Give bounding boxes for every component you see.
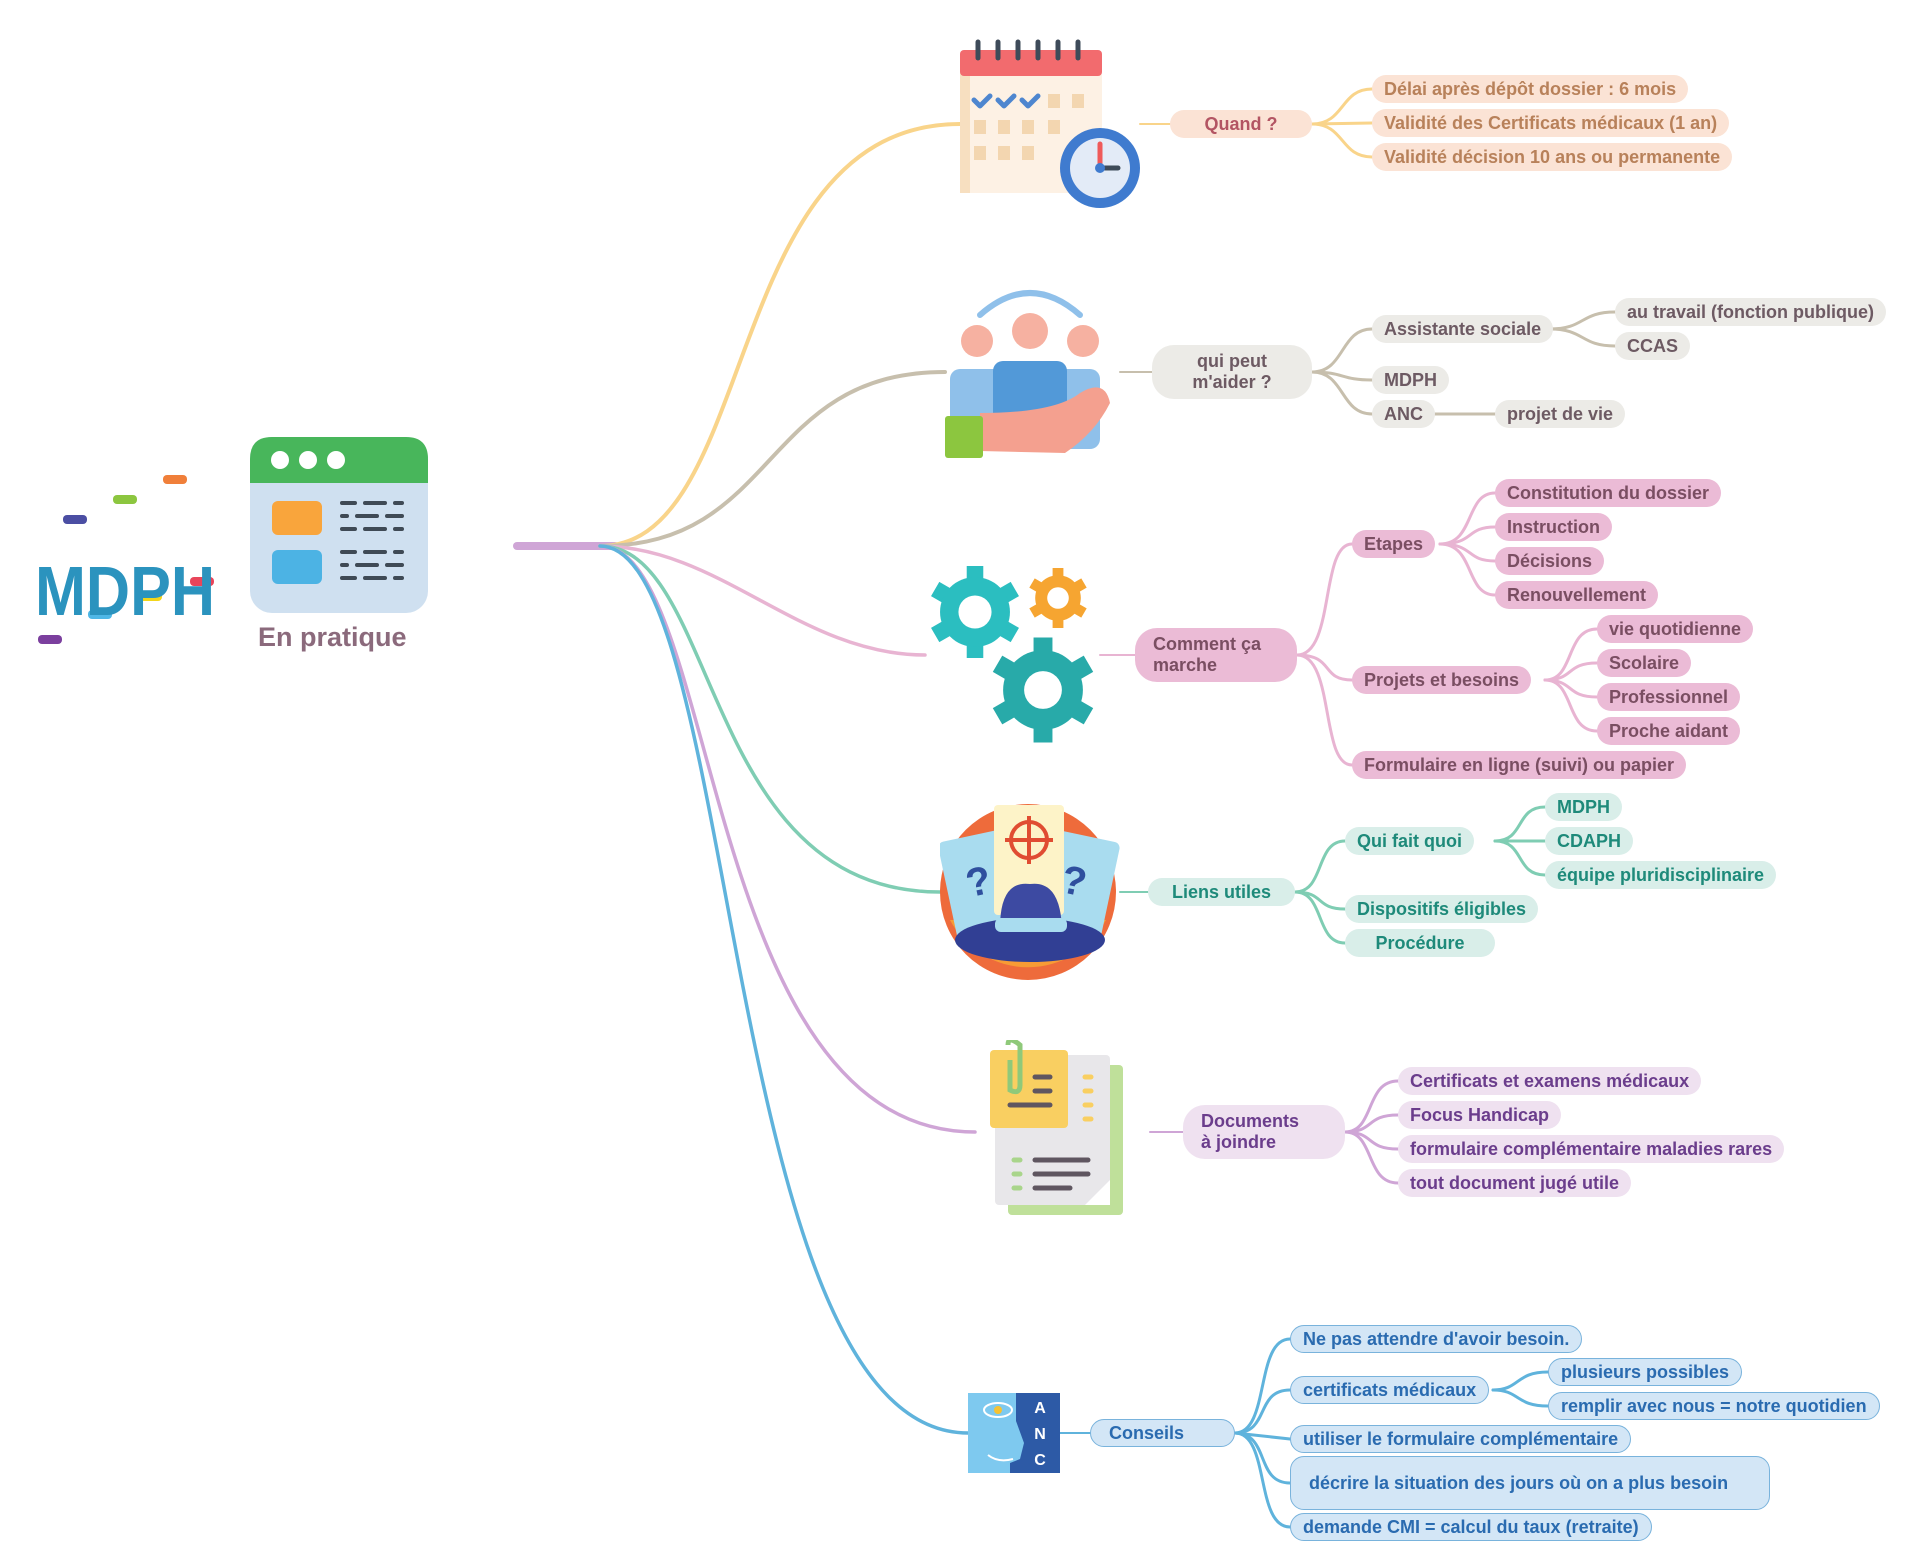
- etape-item[interactable]: Décisions: [1495, 547, 1605, 575]
- anc-logo-icon: A N C: [968, 1393, 1060, 1473]
- comment-item-formulaire[interactable]: Formulaire en ligne (suivi) ou papier: [1352, 751, 1687, 779]
- branch-docs[interactable]: Documents à joindre: [1183, 1105, 1345, 1159]
- docs-item[interactable]: Certificats et examens médicaux: [1398, 1067, 1702, 1095]
- connector-qui: [598, 370, 947, 548]
- conseils-item-ne-pas[interactable]: Ne pas attendre d'avoir besoin.: [1290, 1325, 1583, 1353]
- liens-item-procedure[interactable]: Procédure: [1345, 929, 1495, 957]
- branch-comment-label: Comment ça marche: [1153, 634, 1262, 675]
- quand-item[interactable]: Validité décision 10 ans ou permanente: [1372, 143, 1733, 171]
- branch-quand[interactable]: Quand ?: [1170, 110, 1312, 138]
- etape-item[interactable]: Instruction: [1495, 513, 1612, 541]
- docs-item[interactable]: formulaire complémentaire maladies rares: [1398, 1135, 1785, 1163]
- mdph-logo: MDPH: [30, 465, 220, 655]
- connector-docs: [598, 544, 977, 1134]
- certificats-item[interactable]: remplir avec nous = notre quotidien: [1548, 1392, 1880, 1420]
- gears-icon: [925, 560, 1105, 750]
- liens-item-dispositifs[interactable]: Dispositifs éligibles: [1345, 895, 1539, 923]
- qui-fait-item[interactable]: CDAPH: [1545, 827, 1634, 855]
- conseils-item-decrire[interactable]: décrire la situation des jours où on a p…: [1290, 1456, 1770, 1510]
- calendar-clock-icon: [960, 38, 1140, 213]
- branch-liens-label: Liens utiles: [1171, 882, 1272, 902]
- connector-conseils: [598, 544, 970, 1435]
- certificats-item[interactable]: plusieurs possibles: [1548, 1358, 1743, 1386]
- comment-item-projets[interactable]: Projets et besoins: [1352, 666, 1532, 694]
- root-title: En pratique: [258, 622, 407, 652]
- helping-hand-people-icon: [945, 283, 1125, 463]
- conseils-item-demande[interactable]: demande CMI = calcul du taux (retraite): [1290, 1513, 1652, 1541]
- projet-item[interactable]: Professionnel: [1597, 683, 1741, 711]
- branch-liens[interactable]: Liens utiles: [1148, 878, 1295, 906]
- qui-subitem[interactable]: CCAS: [1615, 332, 1691, 360]
- anc-letter-c: C: [1034, 1452, 1046, 1469]
- documents-paperclip-icon: [990, 1037, 1130, 1220]
- etape-item[interactable]: Constitution du dossier: [1495, 479, 1721, 507]
- docs-item[interactable]: tout document jugé utile: [1398, 1169, 1631, 1197]
- qui-item-mdph[interactable]: MDPH: [1372, 366, 1449, 394]
- docs-item[interactable]: Focus Handicap: [1398, 1101, 1562, 1129]
- mdph-letters: MDPH: [35, 552, 215, 630]
- quand-item[interactable]: Délai après dépôt dossier : 6 mois: [1372, 75, 1689, 103]
- anc-letter-a: A: [1034, 1400, 1046, 1417]
- branch-conseils-label: Conseils: [1109, 1423, 1185, 1443]
- detective-hat-icon: ? ?: [938, 800, 1120, 985]
- projet-item[interactable]: Proche aidant: [1597, 717, 1741, 745]
- qui-fait-item[interactable]: MDPH: [1545, 793, 1622, 821]
- browser-window-icon: [250, 437, 428, 613]
- connector-quand: [598, 122, 962, 548]
- branch-conseils[interactable]: Conseils: [1090, 1419, 1235, 1447]
- projet-item[interactable]: Scolaire: [1597, 649, 1692, 677]
- projet-item[interactable]: vie quotidienne: [1597, 615, 1754, 643]
- conseils-item-certificats[interactable]: certificats médicaux: [1290, 1376, 1490, 1404]
- branch-quand-label: Quand ?: [1204, 114, 1278, 134]
- qui-item-anc[interactable]: ANC: [1372, 400, 1435, 428]
- qui-item-assistante[interactable]: Assistante sociale: [1372, 315, 1554, 343]
- branch-docs-label: Documents à joindre: [1201, 1111, 1300, 1152]
- etape-item[interactable]: Renouvellement: [1495, 581, 1659, 609]
- anc-letter-n: N: [1034, 1426, 1046, 1443]
- quand-item[interactable]: Validité des Certificats médicaux (1 an): [1372, 109, 1730, 137]
- liens-item-qui-fait[interactable]: Qui fait quoi: [1345, 827, 1474, 855]
- qui-subitem[interactable]: au travail (fonction publique): [1615, 298, 1886, 326]
- connector-liens: [598, 544, 942, 894]
- comment-item-etapes[interactable]: Etapes: [1352, 530, 1436, 558]
- conseils-item-utiliser[interactable]: utiliser le formulaire complémentaire: [1290, 1425, 1632, 1453]
- branch-comment[interactable]: Comment ça marche: [1135, 628, 1297, 682]
- qui-subitem[interactable]: projet de vie: [1495, 400, 1626, 428]
- branch-qui[interactable]: qui peut m'aider ?: [1152, 345, 1312, 399]
- connector-comment: [598, 544, 927, 657]
- qui-fait-item[interactable]: équipe pluridisciplinaire: [1545, 861, 1777, 889]
- branch-qui-label: qui peut m'aider ?: [1192, 351, 1272, 392]
